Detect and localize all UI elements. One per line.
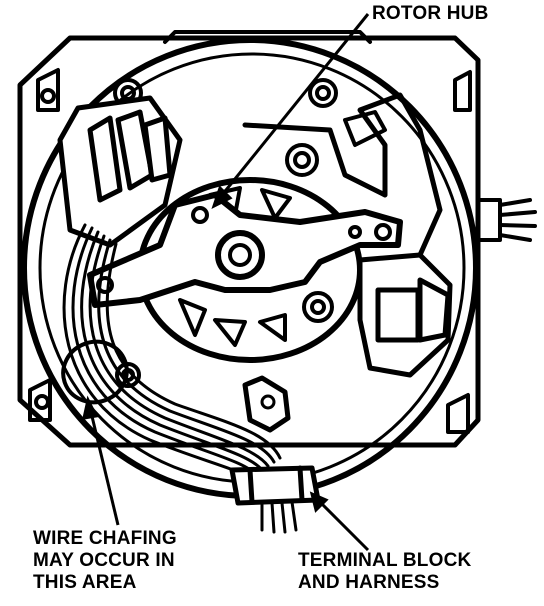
mounting-bracket — [242, 92, 443, 258]
chafing-leader — [88, 407, 120, 526]
mounting-tabs — [28, 68, 472, 434]
right-component-block — [357, 252, 453, 378]
bracket-slot — [343, 110, 387, 147]
terminal-block-label: TERMINAL BLOCK AND HARNESS — [298, 550, 471, 594]
right-cable-exit — [476, 198, 537, 242]
housing-flange — [17, 35, 481, 448]
rotor-hub-label: ROTOR HUB — [372, 3, 489, 25]
rotor-arm-holes — [96, 206, 392, 294]
rotor-clip — [242, 375, 291, 433]
rotor-hub-arm — [87, 192, 403, 308]
terminal-block-line-1: TERMINAL BLOCK — [298, 550, 472, 571]
leader-lines — [82, 13, 370, 552]
terminal-block-line-2: AND HARNESS — [298, 572, 440, 593]
terminal-leader — [316, 498, 370, 552]
wire-chafing-line-3: THIS AREA — [33, 572, 137, 593]
wire-chafing-line-2: MAY OCCUR IN — [33, 550, 175, 571]
rotor-hub-bore — [215, 230, 265, 280]
wire-harness — [62, 223, 282, 480]
rotor-hub-text: ROTOR HUB — [372, 3, 489, 24]
chafing-area-marker — [61, 339, 129, 405]
bottom-harness-wires — [260, 500, 298, 534]
wire-chafing-line-1: WIRE CHAFING — [33, 528, 177, 549]
connector-block — [57, 95, 183, 248]
rotor-hub-leader — [216, 13, 370, 201]
terminal-block — [229, 465, 321, 506]
wire-chafing-label: WIRE CHAFING MAY OCCUR IN THIS AREA — [33, 528, 177, 594]
top-notch — [163, 30, 372, 44]
